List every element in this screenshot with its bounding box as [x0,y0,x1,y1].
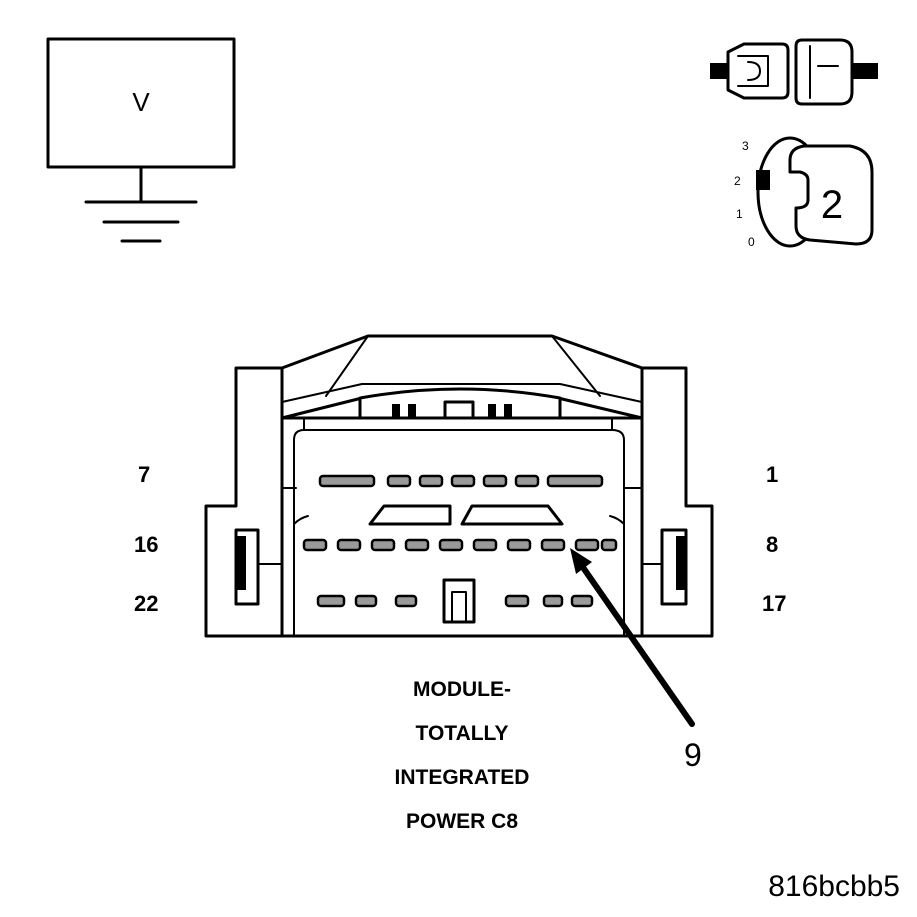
pin-label-row1-left: 7 [138,462,150,487]
connector-name-line-4: POWER C8 [406,810,518,833]
ignition-switch-icon: 3 2 1 0 2 [734,136,874,249]
pin-slot [450,474,476,488]
ignition-selected-position: 2 [821,183,843,227]
pin-slot [386,474,412,488]
pin-callout-arrow [570,548,695,727]
pin-slot [302,538,328,552]
pin-slot [318,474,376,488]
connector-disconnected-icon [710,38,878,106]
voltmeter-symbol: V [46,37,236,243]
pin-label-row3-left: 22 [134,591,158,616]
callout-pin-number: 9 [684,737,702,773]
pin-label-row1-right: 1 [766,462,778,487]
ground-icon [84,165,198,243]
pin-slot [418,474,444,488]
pin-slot [570,594,594,608]
ignition-position-3: 3 [742,139,749,153]
pin-slot [404,538,430,552]
pin-slot [482,474,508,488]
pin-slot [336,538,362,552]
voltmeter-label: V [132,87,150,117]
connector-name-line-1: MODULE- [413,678,511,701]
pin-slot [370,538,396,552]
pin-slot [600,538,618,552]
pin-slot [542,594,564,608]
pin-slot [316,594,346,608]
pin-slot [504,594,530,608]
pin-slot [574,538,600,552]
pin-label-row2-left: 16 [134,532,158,557]
connector-c8 [204,334,714,638]
figure-id: 816bcbb5 [768,870,900,903]
pin-slot [546,474,604,488]
pin-slot [506,538,532,552]
ignition-position-1: 1 [736,207,743,221]
ignition-position-0: 0 [748,235,755,249]
center-key [442,578,476,624]
pin-label-row3-right: 17 [762,591,786,616]
ignition-position-2: 2 [734,174,741,188]
connector-name-line-3: INTEGRATED [395,766,530,789]
pin-slot [540,538,566,552]
pin-slot [394,594,418,608]
pin-slot [354,594,378,608]
pin-label-row2-right: 8 [766,532,778,557]
pin-slot [514,474,540,488]
connector-name-line-2: TOTALLY [416,722,509,745]
pin-slot [438,538,464,552]
pin-slot [472,538,498,552]
